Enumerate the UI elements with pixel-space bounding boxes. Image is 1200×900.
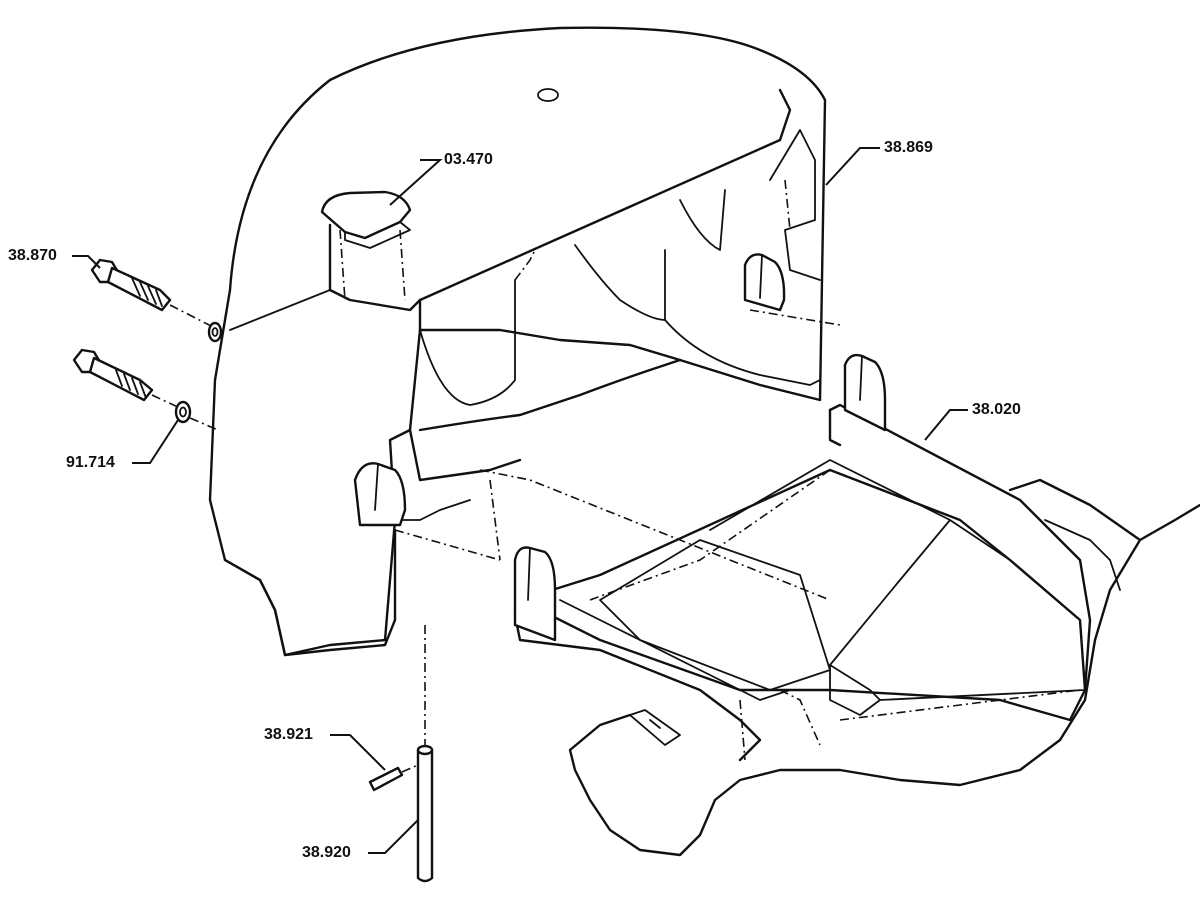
callout-38870: 38.870 [8, 247, 57, 264]
hex-bolt-lower [72, 348, 219, 431]
front-weight [208, 26, 841, 657]
callout-38869: 38.869 [884, 139, 933, 156]
callout-38921: 38.921 [264, 726, 313, 743]
hitch-pin [416, 625, 434, 883]
leader-lines [72, 147, 968, 854]
callout-38920: 38.920 [302, 844, 351, 861]
tractor-frame [513, 353, 1200, 857]
hex-bolt-upper [90, 258, 223, 343]
hitch-pin-clip [368, 764, 419, 792]
callout-91714: 91.714 [66, 454, 115, 471]
callout-03470: 03.470 [444, 151, 493, 168]
callout-38020: 38.020 [972, 401, 1021, 418]
